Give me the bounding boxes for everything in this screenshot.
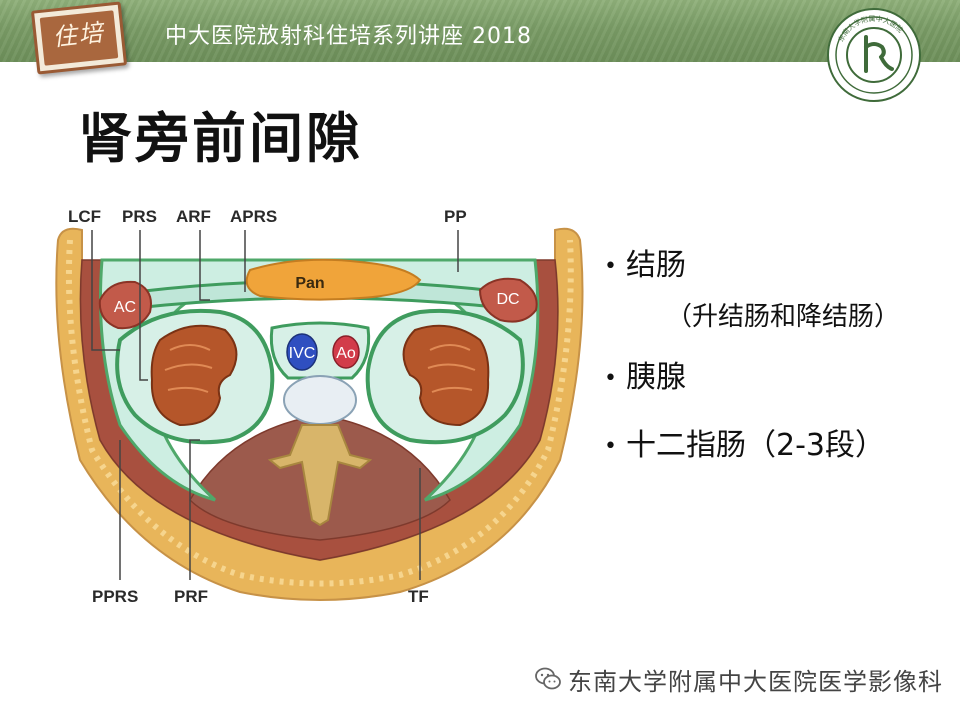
label-lcf: LCF bbox=[68, 207, 101, 226]
bullet-item-duodenum: • 十二指肠（2-3段） bbox=[604, 420, 885, 464]
label-aprs: APRS bbox=[230, 207, 277, 226]
descending-colon bbox=[478, 277, 538, 323]
right-kidney bbox=[402, 324, 490, 427]
left-kidney bbox=[150, 324, 238, 427]
label-tf: TF bbox=[408, 587, 429, 606]
anatomy-diagram: IVC Ao Pan AC DC LCF PRS ARF APRS PP PPR… bbox=[55, 207, 584, 606]
pancreas-label: Pan bbox=[295, 275, 324, 292]
vertebral-arch bbox=[267, 424, 373, 527]
label-pp: PP bbox=[444, 207, 467, 226]
bullet-text: 十二指肠（2-3段） bbox=[626, 428, 885, 463]
fat-texture bbox=[65, 239, 574, 587]
series-title: 中大医院放射科住培系列讲座 2018 bbox=[165, 24, 532, 49]
label-pprs: PPRS bbox=[92, 587, 138, 606]
left-kidney-texture bbox=[164, 344, 213, 393]
right-kidney-texture bbox=[427, 344, 476, 393]
aorta-label: Ao bbox=[336, 345, 356, 362]
ivc-vessel bbox=[286, 333, 318, 371]
footer-text: 东南大学附属中大医院医学影像科 bbox=[568, 667, 943, 696]
bullet-dot: • bbox=[604, 434, 617, 459]
ascending-colon-label: AC bbox=[114, 299, 136, 316]
label-prf: PRF bbox=[174, 587, 208, 606]
ascending-colon bbox=[98, 280, 152, 330]
bullet-dot: • bbox=[604, 254, 617, 279]
footer-watermark: 东南大学附属中大医院医学影像科 bbox=[534, 662, 943, 696]
banner-texture bbox=[0, 0, 960, 62]
label-arf: ARF bbox=[176, 207, 211, 226]
residency-badge: 住培 bbox=[30, 1, 128, 75]
bullet-text: 结肠 bbox=[626, 248, 686, 283]
vertebral-body bbox=[283, 375, 357, 425]
bullet-dot: • bbox=[604, 366, 617, 391]
bullet-subtext: （升结肠和降结肠） bbox=[666, 302, 901, 332]
ivc-label: IVC bbox=[289, 345, 316, 362]
leader-lines bbox=[91, 230, 459, 580]
bullet-item-colon: • 结肠 （升结肠和降结肠） bbox=[604, 240, 900, 332]
wechat-icon bbox=[535, 667, 561, 690]
bullet-item-pancreas: • 胰腺 bbox=[604, 352, 686, 396]
header-banner: 住培 中大医院放射科住培系列讲座 2018 bbox=[0, 0, 960, 75]
hospital-logo: 东南大学附属中大医院 bbox=[827, 8, 921, 102]
bullet-text: 胰腺 bbox=[626, 360, 686, 395]
descending-colon-label: DC bbox=[496, 291, 519, 308]
label-prs: PRS bbox=[122, 207, 157, 226]
badge-text: 住培 bbox=[39, 10, 119, 66]
slide-title: 肾旁前间隙 bbox=[78, 107, 363, 170]
aorta-vessel bbox=[332, 335, 360, 369]
pancreas bbox=[245, 258, 422, 301]
